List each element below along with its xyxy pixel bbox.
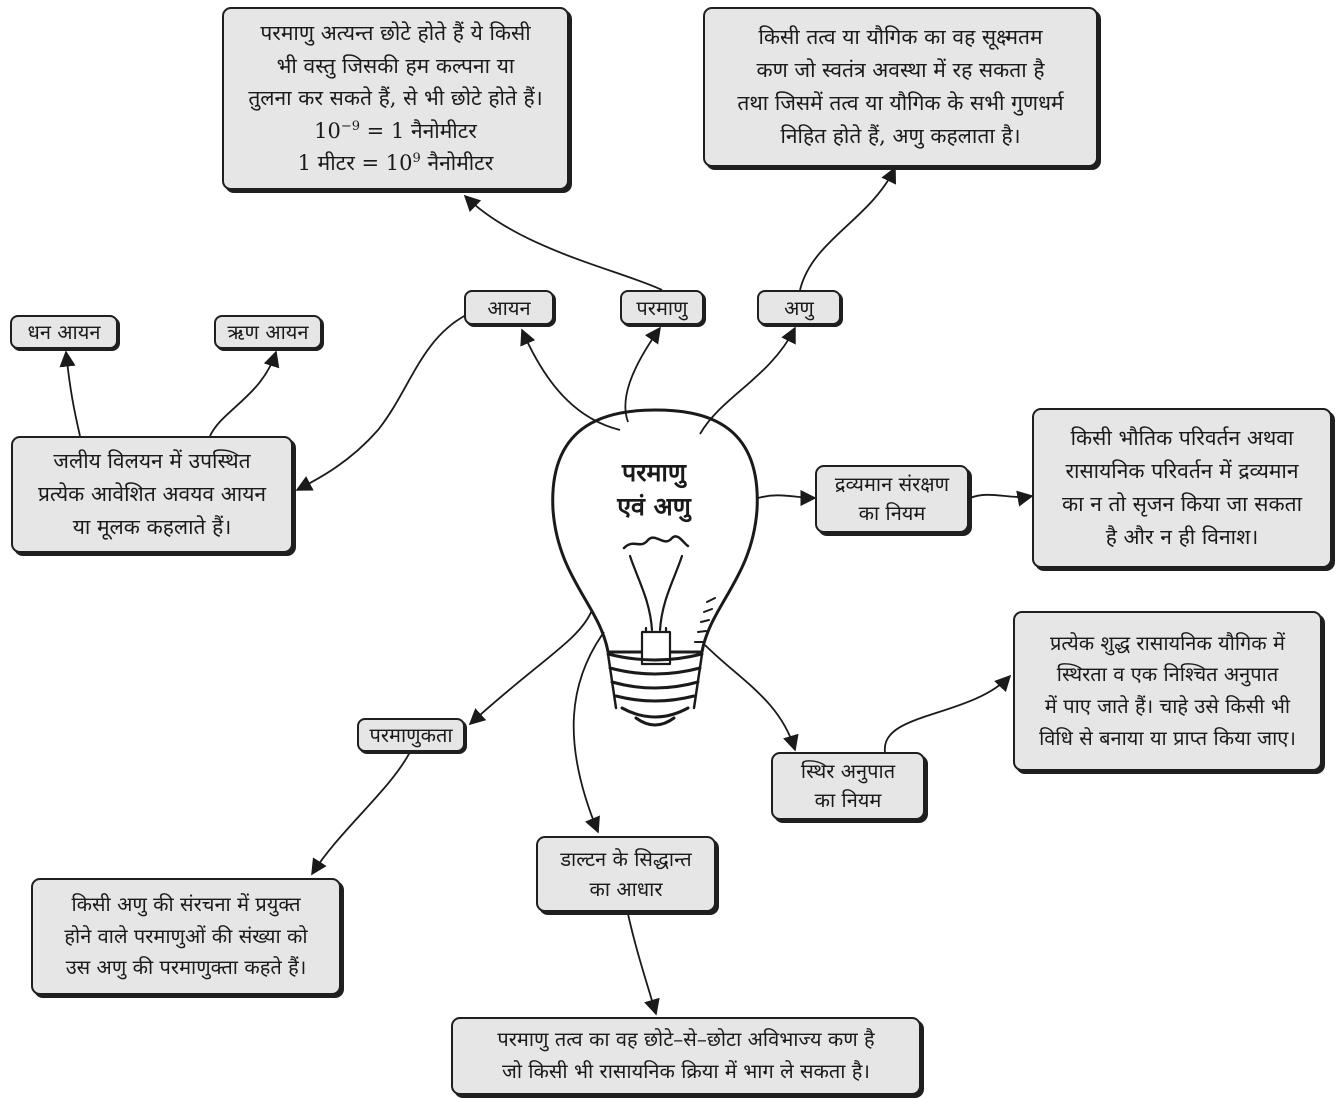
ayan-def-line3: या मूलक कहलाते हैं।: [72, 515, 232, 540]
label-ayan-text: आयन: [487, 295, 531, 320]
connector-sthir: [704, 644, 799, 752]
sthir-def-line4: विधि से बनाया या प्राप्त किया जाए।: [1039, 725, 1296, 750]
label-paramanu: परमाणु: [620, 290, 704, 325]
label-sthir-anupat: स्थिर अनुपात का नियम: [771, 752, 925, 820]
center-title: परमाणु एवं अणु: [590, 456, 718, 524]
label-anu-text: अणु: [784, 295, 814, 320]
paramanu-def-line1: परमाणु अत्यन्त छोटे होते हैं ये किसी: [260, 21, 531, 46]
box-dalton-definition: परमाणु तत्व का वह छोटे–से–छोटा अविभाज्य …: [451, 1017, 921, 1095]
label-sthir-line2: का नियम: [814, 788, 882, 812]
anu-def-line1: किसी तत्व या यौगिक का वह सूक्ष्मतम: [758, 24, 1043, 49]
label-rin-ayan: ऋण आयन: [214, 315, 322, 349]
connector-dalton-def: [627, 913, 660, 1016]
box-anu-definition: किसी तत्व या यौगिक का वह सूक्ष्मतम कण जो…: [703, 7, 1098, 167]
connector-rin-ayan: [209, 350, 280, 437]
label-rin-ayan-text: ऋण आयन: [227, 320, 309, 344]
paramanukta-def-line2: होने वाले परमाणुओं की संख्या को: [64, 923, 308, 948]
paramanukta-def-line1: किसी अणु की संरचना में प्रयुक्त: [71, 892, 301, 917]
connector-paramanukta: [468, 609, 593, 726]
box-dravyaman-definition: किसी भौतिक परिवर्तन अथवा रासायनिक परिवर्…: [1032, 408, 1332, 568]
connector-ayan-def: [295, 314, 467, 491]
label-dravyaman-line1: द्रव्यमान संरक्षण: [834, 472, 950, 496]
paramanu-def-line5: 1 मीटर = 109 नैनोमीटर: [297, 151, 494, 176]
paramanu-def-line3: तुलना कर सकते हैं, से भी छोटे होते हैं।: [248, 86, 543, 111]
label-ayan: आयन: [464, 290, 554, 325]
anu-def-line2: कण जो स्वतंत्र अवस्था में रह सकता है: [756, 57, 1045, 82]
label-dravyaman: द्रव्यमान संरक्षण का नियम: [815, 465, 969, 533]
label-dalton-line2: का आधार: [589, 877, 663, 901]
paramanu-def-line2: भी वस्तु जिसकी हम कल्पना या: [276, 53, 515, 78]
sthir-def-line3: में पाए जाते हैं। चाहे उसे किसी भी: [1044, 694, 1291, 718]
connector-ayan: [520, 328, 621, 431]
dravyaman-def-line2: रासायनिक परिवर्तन में द्रव्यमान: [1065, 458, 1299, 483]
label-dhan-ayan: धन आयन: [10, 315, 118, 349]
sthir-def-line2: स्थिरता व एक निश्चित अनुपात: [1056, 662, 1279, 687]
anu-def-line3: तथा जिसमें तत्व या यौगिक के सभी गुणधर्म: [737, 91, 1064, 115]
dalton-def-line1: परमाणु तत्व का वह छोटे–से–छोटा अविभाज्य …: [497, 1027, 875, 1052]
box-paramanukta-definition: किसी अणु की संरचना में प्रयुक्त होने वाल…: [31, 878, 341, 995]
light-bulb-icon: [551, 408, 759, 727]
box-paramanu-definition: परमाणु अत्यन्त छोटे होते हैं ये किसी भी …: [222, 7, 569, 190]
ayan-def-line2: प्रत्येक आवेशित अवयव आयन: [37, 481, 267, 506]
label-sthir-line1: स्थिर अनुपात: [800, 759, 896, 783]
connector-sthir-def: [884, 674, 1012, 753]
box-ayan-definition: जलीय विलयन में उपस्थित प्रत्येक आवेशित अ…: [11, 436, 293, 553]
label-dhan-ayan-text: धन आयन: [27, 320, 101, 344]
label-anu: अणु: [757, 290, 841, 325]
connector-paramanukta-def: [311, 751, 411, 876]
dravyaman-def-line1: किसी भौतिक परिवर्तन अथवा: [1070, 425, 1294, 450]
sthir-def-line1: प्रत्येक शुद्ध रासायनिक यौगिक में: [1050, 630, 1285, 655]
label-dalton-line1: डाल्टन के सिद्धान्त: [560, 847, 692, 871]
label-paramanukta: परमाणुकता: [357, 718, 465, 752]
paramanu-def-line4: 10−9 = 1 नैनोमीटर: [314, 118, 477, 143]
label-paramanukta-text: परमाणुकता: [369, 723, 453, 747]
connector-paramanu-def: [463, 194, 663, 291]
label-dalton: डाल्टन के सिद्धान्त का आधार: [536, 836, 716, 912]
label-paramanu-text: परमाणु: [636, 295, 688, 320]
label-dravyaman-line2: का नियम: [858, 501, 926, 525]
dravyaman-def-line4: है और न ही विनाश।: [1105, 525, 1259, 550]
dalton-def-line2: जो किसी भी रासायनिक क्रिया में भाग ले सक…: [501, 1059, 871, 1083]
anu-def-line4: निहित होते हैं, अणु कहलाता है।: [780, 124, 1021, 149]
connector-paramanu: [624, 326, 661, 423]
paramanukta-def-line3: उस अणु की परमाणुक्ता कहते हैं।: [65, 955, 307, 980]
box-sthir-definition: प्रत्येक शुद्ध रासायनिक यौगिक में स्थिरत…: [1013, 611, 1322, 771]
connector-dravyaman: [757, 489, 817, 507]
connector-dravyaman-def: [969, 490, 1034, 507]
connector-anu: [699, 326, 796, 435]
connector-anu-def: [799, 166, 896, 291]
center-title-line2: एवं अणु: [617, 491, 691, 521]
connector-dhan-ayan: [59, 350, 81, 437]
center-title-line1: परमाणु: [622, 458, 686, 487]
connector-dalton: [572, 631, 605, 834]
dravyaman-def-line3: का न तो सृजन किया जा सकता: [1061, 492, 1303, 516]
ayan-def-line1: जलीय विलयन में उपस्थित: [53, 448, 251, 473]
